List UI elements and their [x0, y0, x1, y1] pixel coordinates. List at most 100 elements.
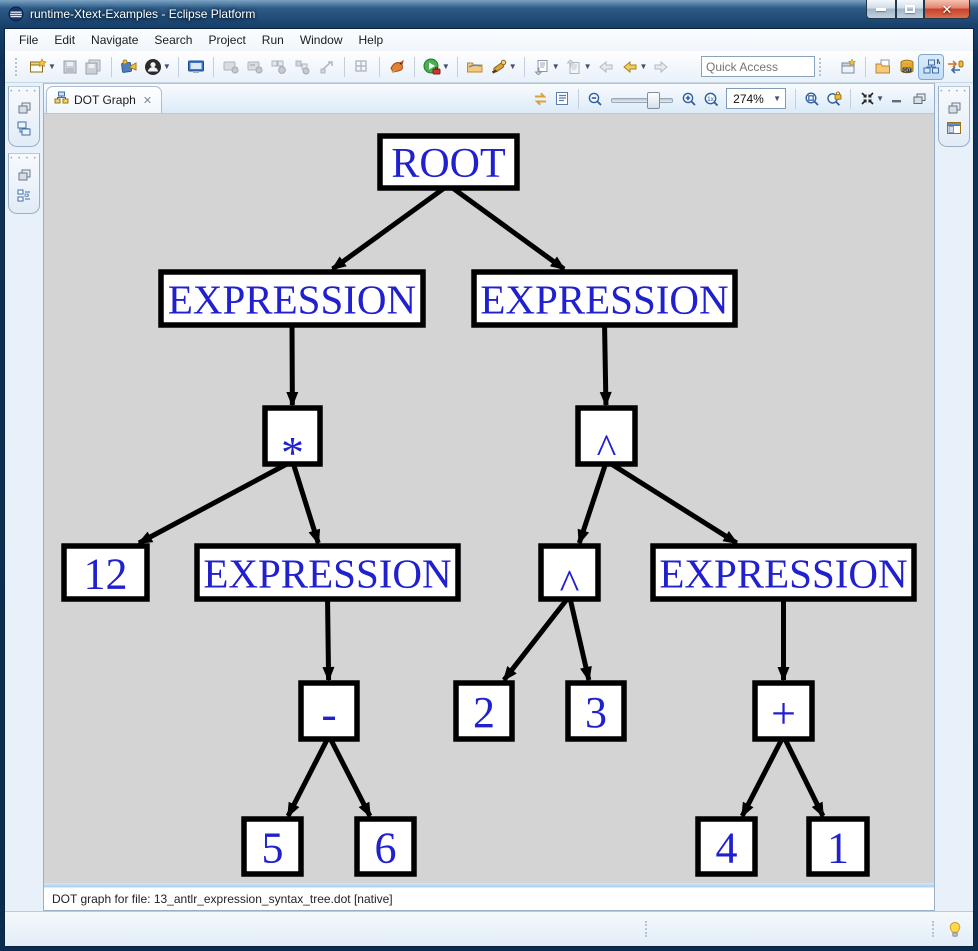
- save-all-button[interactable]: [82, 55, 106, 79]
- xtext-generate-button[interactable]: [117, 55, 141, 79]
- graph-edge-mul-exML: [290, 460, 321, 545]
- view-minimize-button[interactable]: [886, 88, 908, 110]
- svg-text:M: M: [937, 59, 941, 66]
- menu-navigate[interactable]: Navigate: [91, 33, 139, 47]
- titlebar: runtime-Xtext-Examples - Eclipse Platfor…: [4, 0, 974, 28]
- dot-perspective-button[interactable]: M: [918, 53, 944, 80]
- graph-node-label-minus: -: [321, 688, 336, 739]
- graph-edge-exR-hatT: [599, 321, 612, 407]
- zoom-selection-button[interactable]: [801, 88, 823, 110]
- search-button[interactable]: [487, 55, 511, 79]
- statusbar-handle[interactable]: [645, 921, 652, 937]
- menu-help[interactable]: Help: [358, 33, 384, 47]
- zoom-level-value: 274%: [733, 91, 764, 106]
- fit-dropdown[interactable]: ▼: [876, 94, 884, 103]
- debug-disabled-button-4[interactable]: [291, 55, 315, 79]
- outline-view-icon[interactable]: [15, 120, 33, 136]
- git-perspective-button[interactable]: GIT: [895, 55, 919, 79]
- restore-view-button[interactable]: [15, 167, 33, 183]
- user-dropdown[interactable]: ▼: [162, 62, 171, 71]
- stack-drag-handle[interactable]: • • • •: [940, 89, 968, 95]
- toolbar-drag-handle[interactable]: [15, 57, 22, 76]
- graph-edge-hatL-n2: [502, 594, 572, 682]
- graph-node-label-hatT: ^: [597, 427, 617, 473]
- search-dropdown[interactable]: ▼: [508, 62, 517, 71]
- graph-node-label-n2: 2: [473, 688, 495, 737]
- export-dot-button[interactable]: [551, 88, 573, 110]
- quick-access-input[interactable]: [701, 56, 815, 77]
- grid-disabled-button[interactable]: [350, 55, 374, 79]
- console-button[interactable]: [184, 55, 208, 79]
- minimize-button[interactable]: [866, 0, 896, 19]
- editor-layout-view-icon[interactable]: [945, 120, 963, 136]
- zoom-reset-button[interactable]: 1x: [700, 88, 722, 110]
- tab-dot-graph[interactable]: DOT Graph ✕: [46, 86, 163, 113]
- menu-run[interactable]: Run: [261, 33, 284, 47]
- view-maximize-button[interactable]: [908, 88, 930, 110]
- back-button[interactable]: [618, 55, 642, 79]
- open-folder-button[interactable]: [463, 55, 487, 79]
- debug-disabled-button-1[interactable]: [219, 55, 243, 79]
- maximize-button[interactable]: [896, 0, 924, 19]
- zoom-level-combo[interactable]: 274% ▼: [726, 88, 787, 109]
- new-wizard-button[interactable]: [26, 55, 50, 79]
- svg-text:1x: 1x: [707, 95, 715, 102]
- stack-drag-handle[interactable]: • • • •: [10, 89, 38, 95]
- properties-view-icon[interactable]: [15, 187, 33, 203]
- stack-drag-handle[interactable]: • • • •: [10, 156, 38, 162]
- graph-edge-plus-n1: [781, 734, 826, 818]
- zoom-in-button[interactable]: [678, 88, 700, 110]
- zoom-slider-thumb[interactable]: [647, 91, 661, 109]
- zoom-lock-button[interactable]: [823, 88, 845, 110]
- graph-node-label-n1: 1: [827, 824, 849, 873]
- open-perspective-button[interactable]: [836, 55, 860, 79]
- menu-window[interactable]: Window: [299, 33, 343, 47]
- close-button[interactable]: ✕: [924, 0, 970, 19]
- prev-annotation-button[interactable]: [562, 55, 586, 79]
- menu-project[interactable]: Project: [208, 33, 246, 47]
- graph-edge-exML-minus: [322, 595, 335, 682]
- restore-view-button[interactable]: [945, 100, 963, 116]
- menu-file[interactable]: File: [19, 33, 39, 47]
- minimized-view-stack-3: • • • •: [938, 86, 970, 147]
- perspective-bar-handle[interactable]: [819, 57, 826, 76]
- save-button[interactable]: [58, 55, 82, 79]
- new-wizard-dropdown[interactable]: ▼: [48, 62, 56, 71]
- fit-canvas-button[interactable]: [856, 88, 878, 110]
- user-button[interactable]: [141, 55, 165, 79]
- debug-disabled-button-3[interactable]: [267, 55, 291, 79]
- forward-button[interactable]: [649, 55, 673, 79]
- dot-graph-status: DOT graph for file: 13_antlr_expression_…: [44, 887, 934, 910]
- prev-annotation-dropdown[interactable]: ▼: [583, 62, 592, 71]
- graph-node-label-root: ROOT: [391, 141, 505, 187]
- graph-node-hatT: [575, 405, 638, 467]
- next-annotation-button[interactable]: [530, 55, 554, 79]
- restore-view-button[interactable]: [15, 100, 33, 116]
- last-edit-button[interactable]: [594, 55, 618, 79]
- next-annotation-dropdown[interactable]: ▼: [551, 62, 560, 71]
- tab-label: DOT Graph: [74, 93, 136, 107]
- external-tools-bird-button[interactable]: [385, 55, 409, 79]
- resource-perspective-button[interactable]: [871, 55, 895, 79]
- menubar: File Edit Navigate Search Project Run Wi…: [5, 29, 973, 51]
- relaunch-disabled-button[interactable]: [315, 55, 339, 79]
- zoom-slider[interactable]: [609, 90, 675, 109]
- back-dropdown[interactable]: ▼: [639, 62, 648, 71]
- right-view-rail: • • • •: [935, 83, 973, 911]
- menu-edit[interactable]: Edit: [54, 33, 76, 47]
- zoom-level-dropdown-icon: ▼: [773, 94, 782, 103]
- lightbulb-icon[interactable]: [947, 921, 963, 938]
- graph-node-label-exML: EXPRESSION: [203, 551, 451, 597]
- tab-close-icon[interactable]: ✕: [142, 94, 153, 107]
- sync-perspective-button[interactable]: [943, 55, 967, 79]
- run-button[interactable]: [420, 55, 444, 79]
- sync-button[interactable]: [529, 88, 551, 110]
- zoom-out-button[interactable]: [584, 88, 606, 110]
- run-dropdown[interactable]: ▼: [441, 62, 450, 71]
- graph-node-mul: [262, 405, 323, 467]
- statusbar-handle[interactable]: [932, 921, 939, 937]
- menu-search[interactable]: Search: [154, 33, 193, 47]
- debug-disabled-button-2[interactable]: [243, 55, 267, 79]
